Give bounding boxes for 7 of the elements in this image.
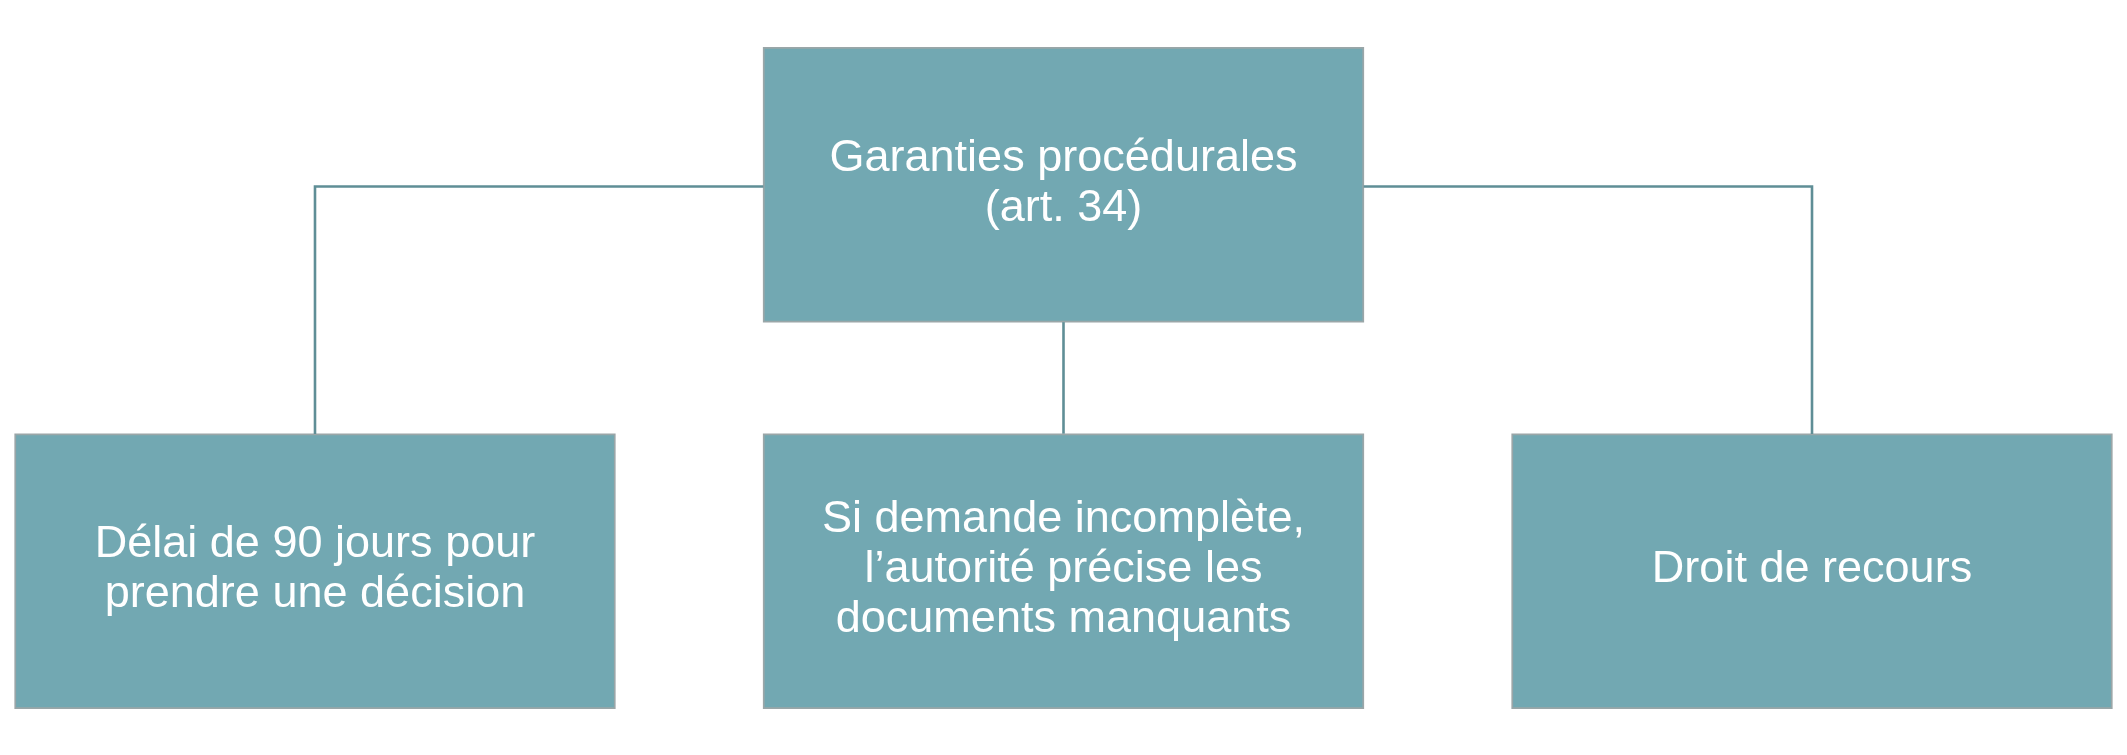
node-box: Droit de recours: [1511, 432, 2113, 709]
connector: [1062, 321, 1065, 434]
node-box: Si demande incomplète, l’autorité précise les documents manquants: [762, 432, 1365, 709]
node-box: Délai de 90 jours pour prendre une décision: [14, 432, 616, 709]
connector: [313, 184, 764, 434]
connector: [1363, 184, 1814, 434]
node-box: Garanties procédurales (art. 34): [762, 46, 1365, 323]
